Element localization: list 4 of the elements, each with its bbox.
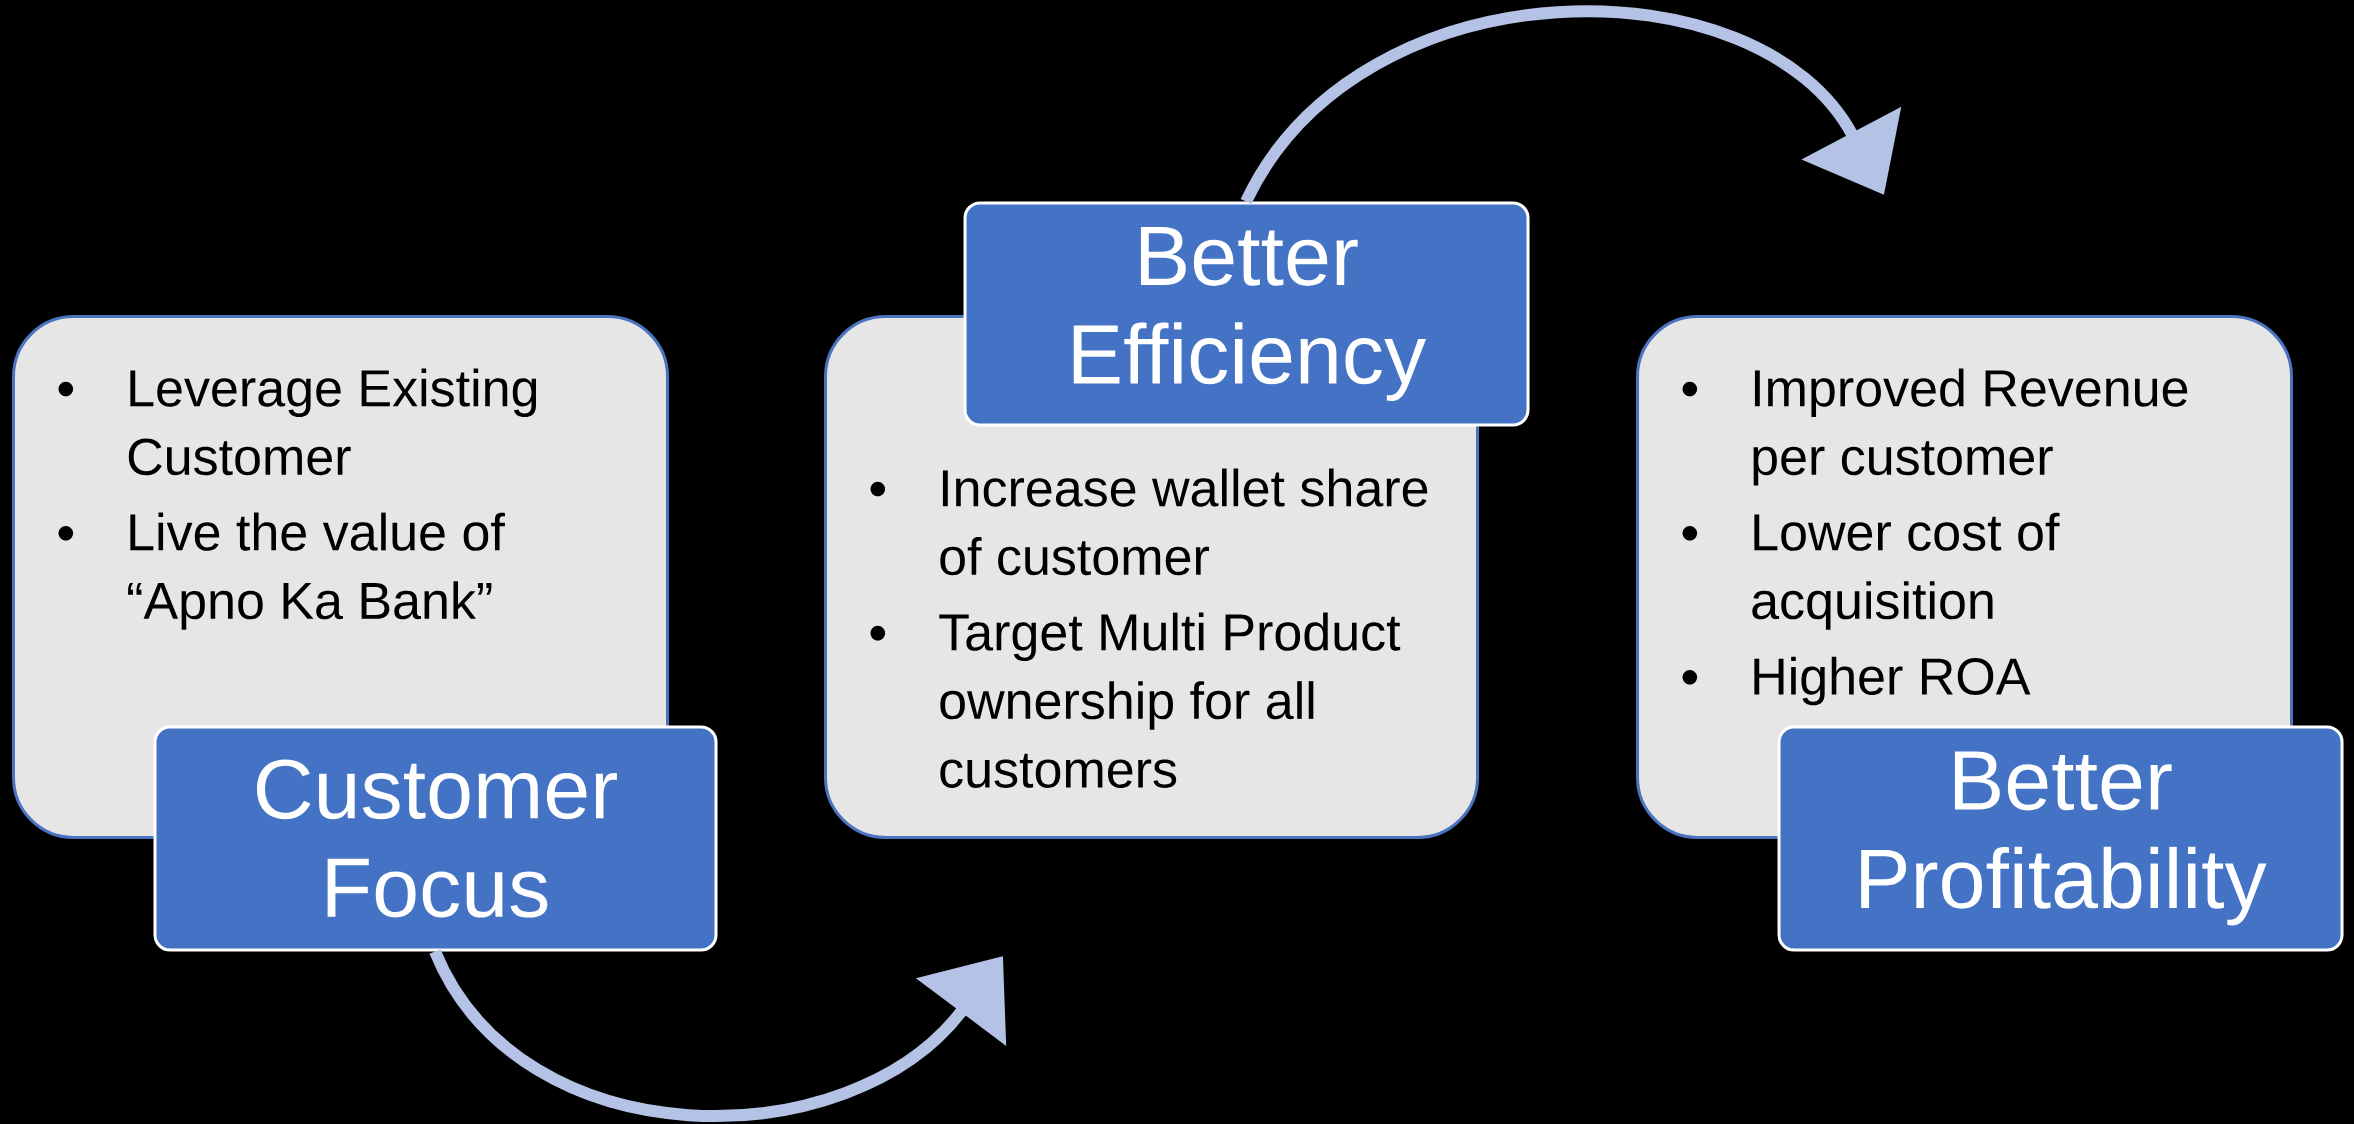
title-box: Better Profitability — [1777, 725, 2344, 952]
curved-arrow — [1240, 6, 1902, 205]
title-box: Better Efficiency — [963, 201, 1530, 427]
title-box: Customer Focus — [153, 725, 718, 952]
